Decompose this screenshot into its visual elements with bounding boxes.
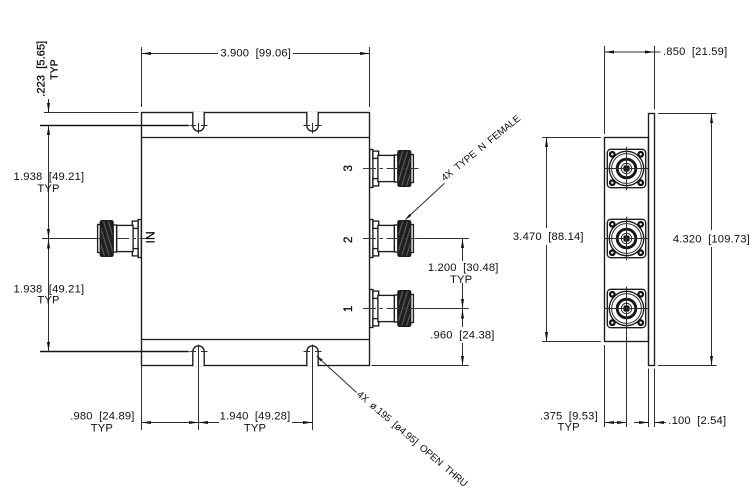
svg-text:.100 [2.54]: .100 [2.54] [668, 415, 726, 427]
svg-text:2: 2 [342, 236, 355, 243]
svg-text:.223 [5.65]: .223 [5.65] [35, 41, 47, 97]
svg-text:1.938 [49.21]: 1.938 [49.21] [14, 171, 85, 183]
svg-text:.375 [9.53]: .375 [9.53] [540, 411, 598, 423]
svg-text:3: 3 [342, 165, 355, 172]
svg-text:TYP: TYP [557, 422, 579, 434]
svg-text:TYP: TYP [244, 423, 266, 435]
svg-text:TYP: TYP [50, 59, 61, 79]
svg-text:TYP: TYP [37, 295, 59, 307]
svg-text:TYP: TYP [37, 183, 59, 195]
svg-text:TYP: TYP [450, 274, 472, 286]
svg-text:4.320 [109.73]: 4.320 [109.73] [673, 234, 750, 246]
svg-text:3.900 [99.06]: 3.900 [99.06] [220, 47, 291, 59]
svg-text:.850 [21.59]: .850 [21.59] [663, 46, 727, 58]
svg-text:1.938 [49.21]: 1.938 [49.21] [14, 284, 85, 296]
svg-text:1.940 [49.28]: 1.940 [49.28] [220, 411, 291, 423]
svg-text:.980 [24.89]: .980 [24.89] [70, 411, 134, 423]
svg-text:IN: IN [144, 231, 158, 243]
svg-text:.960 [24.38]: .960 [24.38] [430, 329, 494, 341]
svg-text:1.200 [30.48]: 1.200 [30.48] [428, 262, 499, 274]
svg-text:TYP: TYP [91, 423, 113, 435]
svg-text:3.470 [88.14]: 3.470 [88.14] [513, 231, 584, 243]
svg-text:1: 1 [342, 305, 355, 312]
